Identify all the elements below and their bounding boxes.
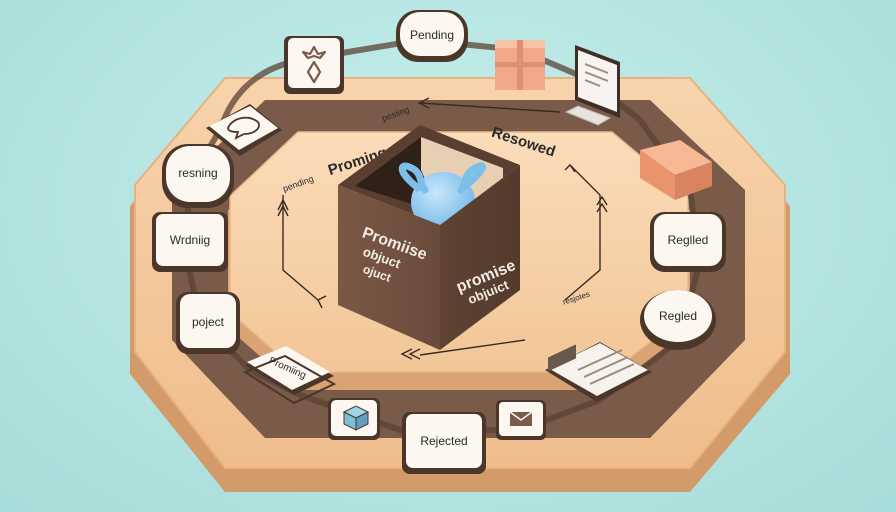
node-rejected-label: Rejected <box>420 434 467 448</box>
node-reglled-label: Reglled <box>668 233 709 247</box>
node-resning: resning <box>162 144 234 208</box>
star-card <box>284 36 344 94</box>
node-poject-label: poject <box>192 315 225 329</box>
node-promiing-card: Promiing <box>242 346 337 405</box>
cube-right-face <box>440 165 520 350</box>
node-regled: Regled <box>640 290 716 350</box>
monitor-icon <box>564 45 620 126</box>
package-box-icon <box>495 40 545 90</box>
node-poject: poject <box>176 292 240 354</box>
cube-icon <box>328 398 380 440</box>
orange-block-icon <box>640 140 712 200</box>
node-rejected: Rejected <box>402 412 486 474</box>
chat-card-icon <box>206 104 282 156</box>
inner-arrow-loop <box>277 97 608 360</box>
node-pending: Pending <box>396 10 468 62</box>
star-diamond-icon <box>301 45 327 84</box>
envelope-icon <box>496 400 546 440</box>
node-pending-label: Pending <box>410 28 454 42</box>
node-reglled: Reglled <box>650 212 726 272</box>
promise-object-cube: Promiise objuct ojuct promise objuict <box>338 125 520 350</box>
document-icon <box>545 342 652 402</box>
node-regled-label: Regled <box>659 309 697 323</box>
node-wrdniig: Wrdniig <box>152 212 228 272</box>
node-wrdniig-label: Wrdniig <box>170 233 210 247</box>
cube-left-face <box>338 185 440 350</box>
node-resning-label: resning <box>178 166 217 180</box>
